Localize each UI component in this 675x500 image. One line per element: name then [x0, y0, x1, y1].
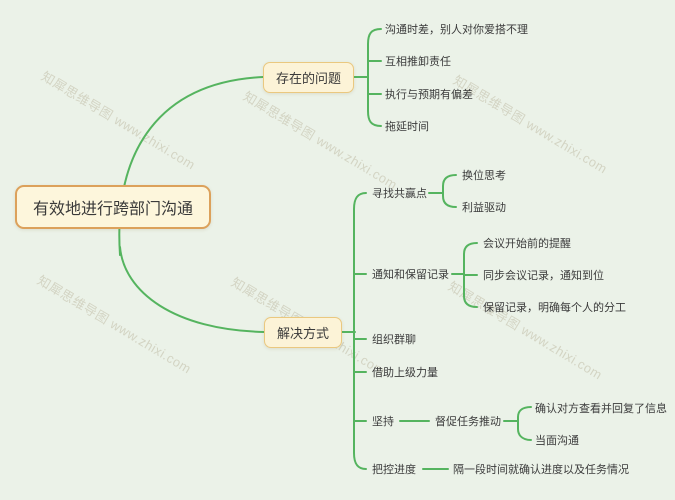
- node-meeting-reminder[interactable]: 会议开始前的提醒: [483, 238, 571, 250]
- node-leverage-superiors[interactable]: 借助上级力量: [372, 367, 438, 379]
- node-interest-driven[interactable]: 利益驱动: [462, 202, 506, 214]
- node-execution-deviation[interactable]: 执行与预期有偏差: [385, 89, 473, 101]
- node-win-win[interactable]: 寻找共赢点: [372, 188, 427, 200]
- node-face-to-face[interactable]: 当面沟通: [535, 435, 579, 447]
- root-node[interactable]: 有效地进行跨部门沟通: [15, 185, 212, 229]
- node-shift-blame[interactable]: 互相推卸责任: [385, 56, 451, 68]
- node-communication-lag[interactable]: 沟通时差，别人对你爱搭不理: [385, 24, 528, 36]
- node-confirm-reply[interactable]: 确认对方查看并回复了信息: [535, 403, 667, 415]
- node-notify-and-record[interactable]: 通知和保留记录: [372, 269, 449, 281]
- node-procrastination[interactable]: 拖延时间: [385, 121, 429, 133]
- branch-node-problems[interactable]: 存在的问题: [263, 62, 355, 93]
- node-persist[interactable]: 坚持: [372, 416, 394, 428]
- node-control-progress[interactable]: 把控进度: [372, 464, 416, 476]
- node-sync-minutes[interactable]: 同步会议记录，通知到位: [483, 270, 604, 282]
- node-keep-records[interactable]: 保留记录，明确每个人的分工: [483, 302, 626, 314]
- node-periodic-check[interactable]: 隔一段时间就确认进度以及任务情况: [453, 464, 629, 476]
- branch-node-solutions[interactable]: 解决方式: [264, 317, 343, 348]
- node-empathy[interactable]: 换位思考: [462, 170, 506, 182]
- node-push-tasks[interactable]: 督促任务推动: [435, 416, 501, 428]
- node-group-chat[interactable]: 组织群聊: [372, 334, 416, 346]
